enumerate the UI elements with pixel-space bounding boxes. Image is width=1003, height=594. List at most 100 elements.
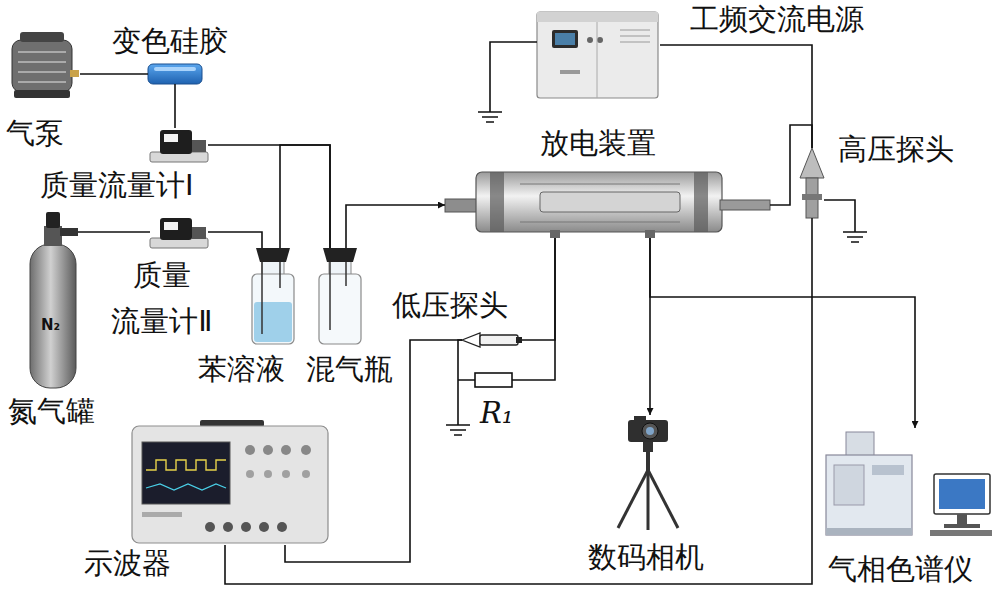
equipment-label: 气泵 [6, 116, 64, 151]
mixing-bottle-part [323, 248, 357, 262]
mass-flow-meter-part [192, 140, 206, 152]
mixing-bottle [319, 248, 361, 344]
equipment-label: 氮气罐 [8, 394, 95, 429]
digital-camera-part [648, 470, 678, 528]
power-supply-cabinet-part [555, 33, 575, 45]
nitrogen-cylinder-part [30, 244, 76, 388]
silica-gel-tube-part [154, 67, 196, 71]
equipment-label: 气相色谱仪 [828, 552, 973, 587]
low-voltage-probe-part [516, 337, 522, 343]
ground-wire [446, 42, 867, 435]
mass-flow-meter [150, 130, 208, 162]
power-supply-cabinet [537, 12, 658, 98]
oscilloscope-part [263, 445, 273, 455]
digital-camera-part [643, 442, 653, 452]
benzene-bottle-part [252, 274, 294, 344]
digital-camera-part [646, 452, 650, 472]
equipment-label: 混气瓶 [306, 352, 393, 387]
oscilloscope-part [142, 442, 230, 504]
gas-chromatograph-part [930, 530, 992, 536]
digital-camera-part [618, 470, 648, 528]
equipment-label: 示波器 [84, 546, 171, 581]
gas-chromatograph-part [934, 474, 990, 514]
connector-line [78, 231, 150, 233]
connector-line [770, 125, 812, 205]
equipment-label: 质量 流量计Ⅱ [92, 252, 232, 344]
air-pump-part [12, 40, 72, 92]
discharge-reactor-part [520, 184, 680, 185]
camera-node: 数码相机 [612, 415, 682, 531]
discharge-reactor-part [445, 199, 479, 212]
oscilloscope-part [146, 460, 226, 470]
power-supply-cabinet-part [597, 37, 603, 43]
air-pump-part [18, 61, 66, 63]
discharge-reactor-part [520, 222, 680, 223]
benzene-bottle-part [256, 248, 290, 262]
connector-line [208, 145, 330, 248]
oscilloscope-part [223, 522, 233, 532]
power-supply-cabinet-part [537, 12, 658, 22]
flow-meter-node: 质量 流量计Ⅱ [150, 218, 208, 248]
air-pump-part [20, 32, 64, 42]
mixing-bottle-node: 混气瓶 [318, 248, 362, 345]
discharge-reactor-part [550, 230, 560, 238]
nitrogen-cylinder-part [46, 212, 60, 228]
gas-chromatograph-part [944, 524, 980, 528]
equipment-label: 工频交流电源 [690, 2, 864, 37]
mixing-bottle-part [329, 262, 331, 330]
mass-flow-meter-part [160, 130, 192, 154]
ground-wire-part [490, 42, 537, 112]
silica-gel-tube-part [148, 64, 202, 84]
ground-wire-part [843, 232, 867, 242]
power-supply-cabinet-part [537, 12, 658, 98]
connector-line [512, 238, 555, 380]
low-voltage-probe-part [462, 333, 480, 347]
mass-flow-meter-part [192, 227, 206, 239]
high-voltage-probe-part [802, 194, 822, 200]
low-voltage-probe [462, 333, 522, 347]
power-supply-cabinet-part [620, 30, 650, 31]
oscilloscope-part [277, 522, 287, 532]
equipment-label: 变色硅胶 [112, 24, 228, 59]
gas-chromatograph-part [939, 479, 985, 509]
digital-camera-part [634, 416, 646, 422]
air-pump [12, 32, 79, 98]
discharge-reactor-part [476, 172, 722, 232]
power-supply-cabinet-part [587, 37, 593, 43]
resistor-node: R₁ [475, 373, 512, 387]
mass-flow-meter-part [164, 222, 178, 230]
connector-line [346, 205, 445, 248]
silica-gel-tube [148, 64, 202, 84]
gas-formula-label: N₂ [41, 316, 60, 334]
oscilloscope-part [281, 445, 291, 455]
power-supply-cabinet-part [597, 22, 598, 98]
equipment-label: 质量流量计Ⅰ [40, 168, 194, 203]
oscilloscope-part [245, 445, 255, 455]
gas-chromatograph-part [846, 432, 874, 456]
nitrogen-cylinder [30, 212, 78, 388]
ground-wire-part [478, 112, 502, 122]
air-pump-part [70, 70, 79, 77]
lv-probe-node: 低压探头 [462, 333, 522, 348]
air-pump-node: 气泵 [8, 30, 80, 100]
digital-camera [618, 416, 678, 530]
benzene-bottle [252, 248, 294, 344]
power-supply-cabinet-part [620, 42, 650, 43]
digital-camera-part [646, 427, 654, 435]
gas-chromatograph-part [872, 465, 904, 475]
gas-chromatograph [826, 432, 992, 536]
discharge-reactor-part [540, 192, 680, 212]
air-pump-part [14, 90, 70, 98]
discharge-reactor-part [645, 230, 655, 238]
oscilloscope-part [246, 470, 254, 478]
oscilloscope-part [241, 522, 251, 532]
connector-line [285, 340, 462, 562]
high-voltage-probe [800, 148, 824, 218]
benzene-bottle-part [261, 262, 263, 334]
ground-wire-part [446, 425, 470, 435]
equipment-label: 苯溶液 [198, 352, 285, 387]
mixing-bottle-part [345, 262, 347, 286]
digital-camera-part [642, 423, 658, 439]
